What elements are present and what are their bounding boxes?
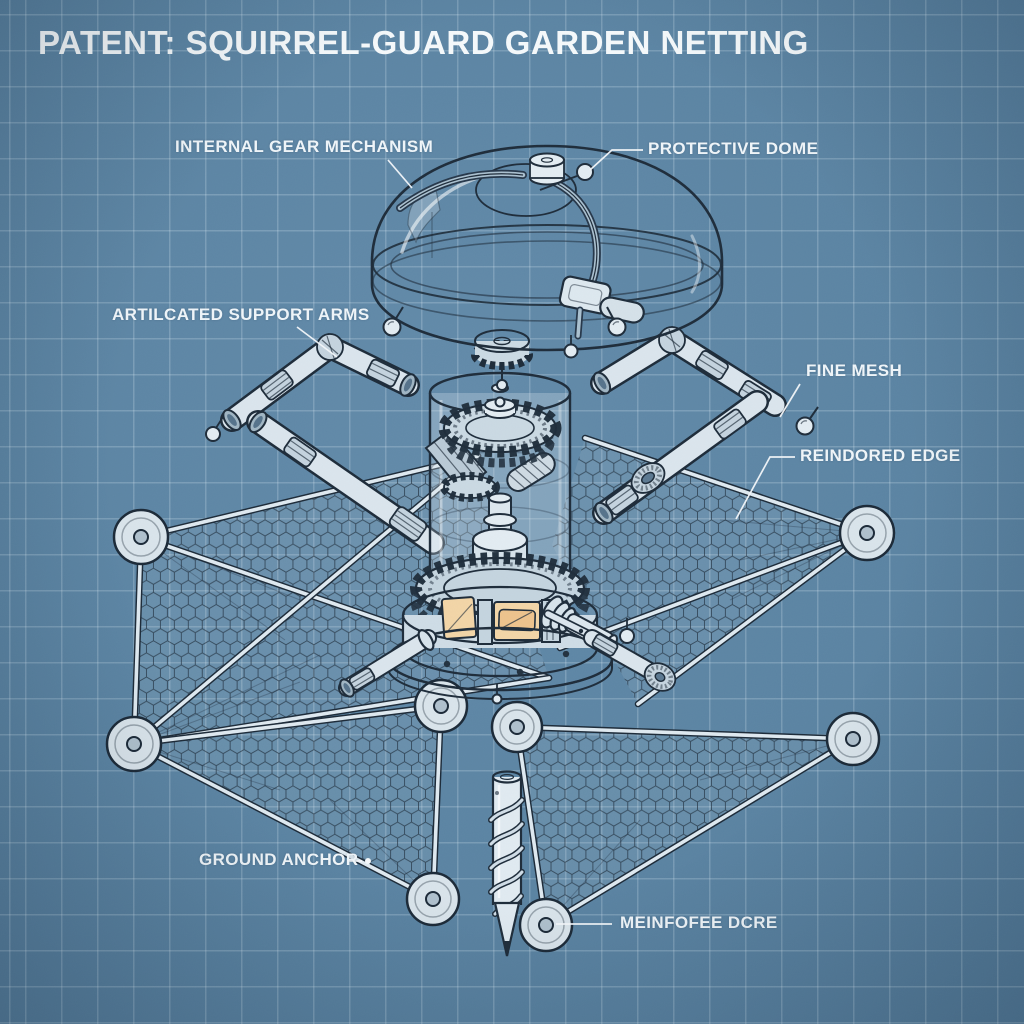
blueprint-canvas: PATENT: SQUIRREL-GUARD GARDEN NETTING IN… <box>0 0 1024 1024</box>
vignette-overlay <box>0 0 1024 1024</box>
